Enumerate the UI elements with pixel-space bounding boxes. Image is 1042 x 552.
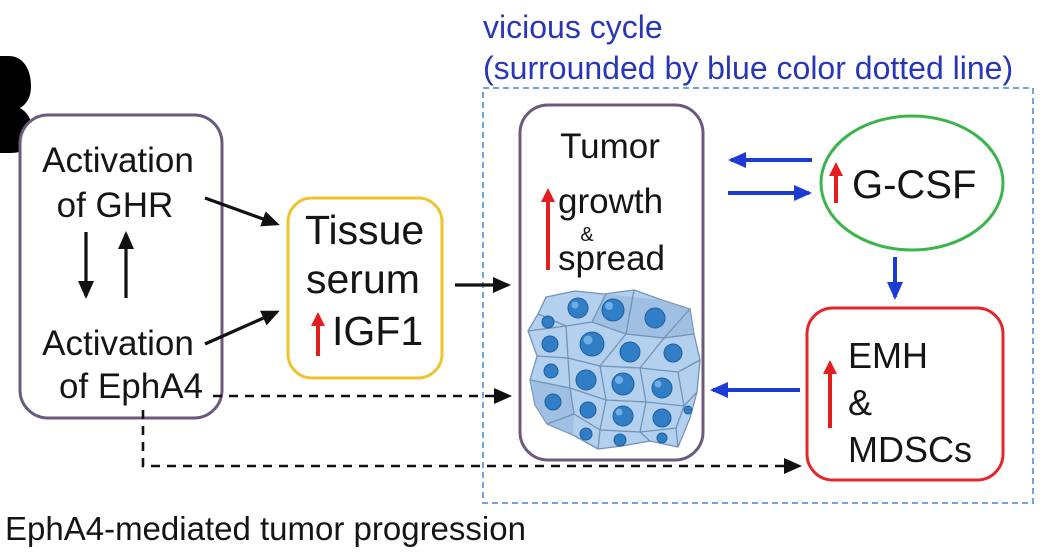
cell-nucleus xyxy=(612,405,634,427)
cell-nucleus xyxy=(541,315,555,329)
vicious-cycle-region xyxy=(482,87,1034,504)
nucleus-highlight xyxy=(654,380,662,388)
cell-nucleus xyxy=(613,433,627,447)
tumor-cells-illustration xyxy=(527,289,701,450)
emh-label-line2: & xyxy=(848,382,872,423)
cell-nucleus xyxy=(619,341,641,363)
emh-label-line3: MDSCs xyxy=(848,429,972,470)
dashed-arrow-epha4-to-emh xyxy=(141,410,802,474)
cycle-title: vicious cycle xyxy=(483,9,663,45)
nucleus-highlight xyxy=(615,376,623,384)
emh-label-line1: EMH xyxy=(848,335,928,376)
cycle-subtitle: (surrounded by blue color dotted line) xyxy=(483,50,1013,86)
cell-nucleus xyxy=(543,363,559,379)
igf1-increase-arrow-icon xyxy=(311,312,325,356)
serum-label-line3: IGF1 xyxy=(332,308,423,354)
figure-caption: EphA4-mediated tumor progression xyxy=(5,510,526,547)
gcsf-node xyxy=(819,114,1005,252)
cell-membrane xyxy=(663,333,695,339)
cell-membrane xyxy=(527,325,567,332)
epha4-label-line1: Activation xyxy=(42,324,194,363)
nucleus-highlight xyxy=(615,408,623,416)
receptor-box xyxy=(18,113,224,420)
cell-nucleus xyxy=(575,369,597,391)
cell-nucleus xyxy=(579,401,597,419)
cell-nucleus xyxy=(579,427,593,441)
cell-membrane xyxy=(597,429,601,450)
cell-nucleus xyxy=(579,331,605,357)
cell-membrane xyxy=(683,391,698,407)
emh-increase-arrow-icon xyxy=(823,360,837,428)
nucleus-highlight xyxy=(605,302,613,310)
cell-nucleus xyxy=(652,408,672,428)
nucleus-highlight xyxy=(583,335,593,345)
tumor-title: Tumor xyxy=(560,127,660,166)
cell-nucleus xyxy=(644,307,666,329)
cell-nucleus xyxy=(567,297,589,319)
cell-nucleus xyxy=(601,298,625,322)
nucleus-highlights xyxy=(571,301,662,416)
arrow-epha4-to-serum xyxy=(204,310,280,346)
cell-nucleus xyxy=(683,405,693,415)
tumor-label-growth: growth xyxy=(558,182,663,221)
cell-nucleus xyxy=(663,343,683,363)
arrow-ghr-to-serum xyxy=(204,196,280,227)
serum-box xyxy=(286,196,444,380)
ghr-label-line2: of GHR xyxy=(57,186,174,225)
ghr-label-line1: Activation xyxy=(42,141,194,180)
cell-nucleus xyxy=(656,432,668,444)
serum-label-line2: serum xyxy=(306,256,420,302)
serum-label-line1: Tissue xyxy=(305,207,424,253)
epha4-label-line2: of EphA4 xyxy=(59,367,203,406)
nucleus-highlight xyxy=(571,301,579,309)
cell-membrane xyxy=(675,427,679,448)
cell-nucleus xyxy=(651,377,673,399)
cell-nucleus xyxy=(544,393,562,411)
tumor-increase-arrow-icon xyxy=(541,188,555,270)
cell-nucleus xyxy=(611,372,635,396)
emh-box xyxy=(805,306,1005,482)
cell-nucleus xyxy=(541,335,559,353)
gcsf-increase-arrow-icon xyxy=(829,162,843,203)
cell-membrane xyxy=(639,431,651,442)
tumor-label-spread: spread xyxy=(558,239,665,278)
gcsf-label: G-CSF xyxy=(852,163,976,207)
tumor-label-ampersand: & xyxy=(580,224,594,246)
